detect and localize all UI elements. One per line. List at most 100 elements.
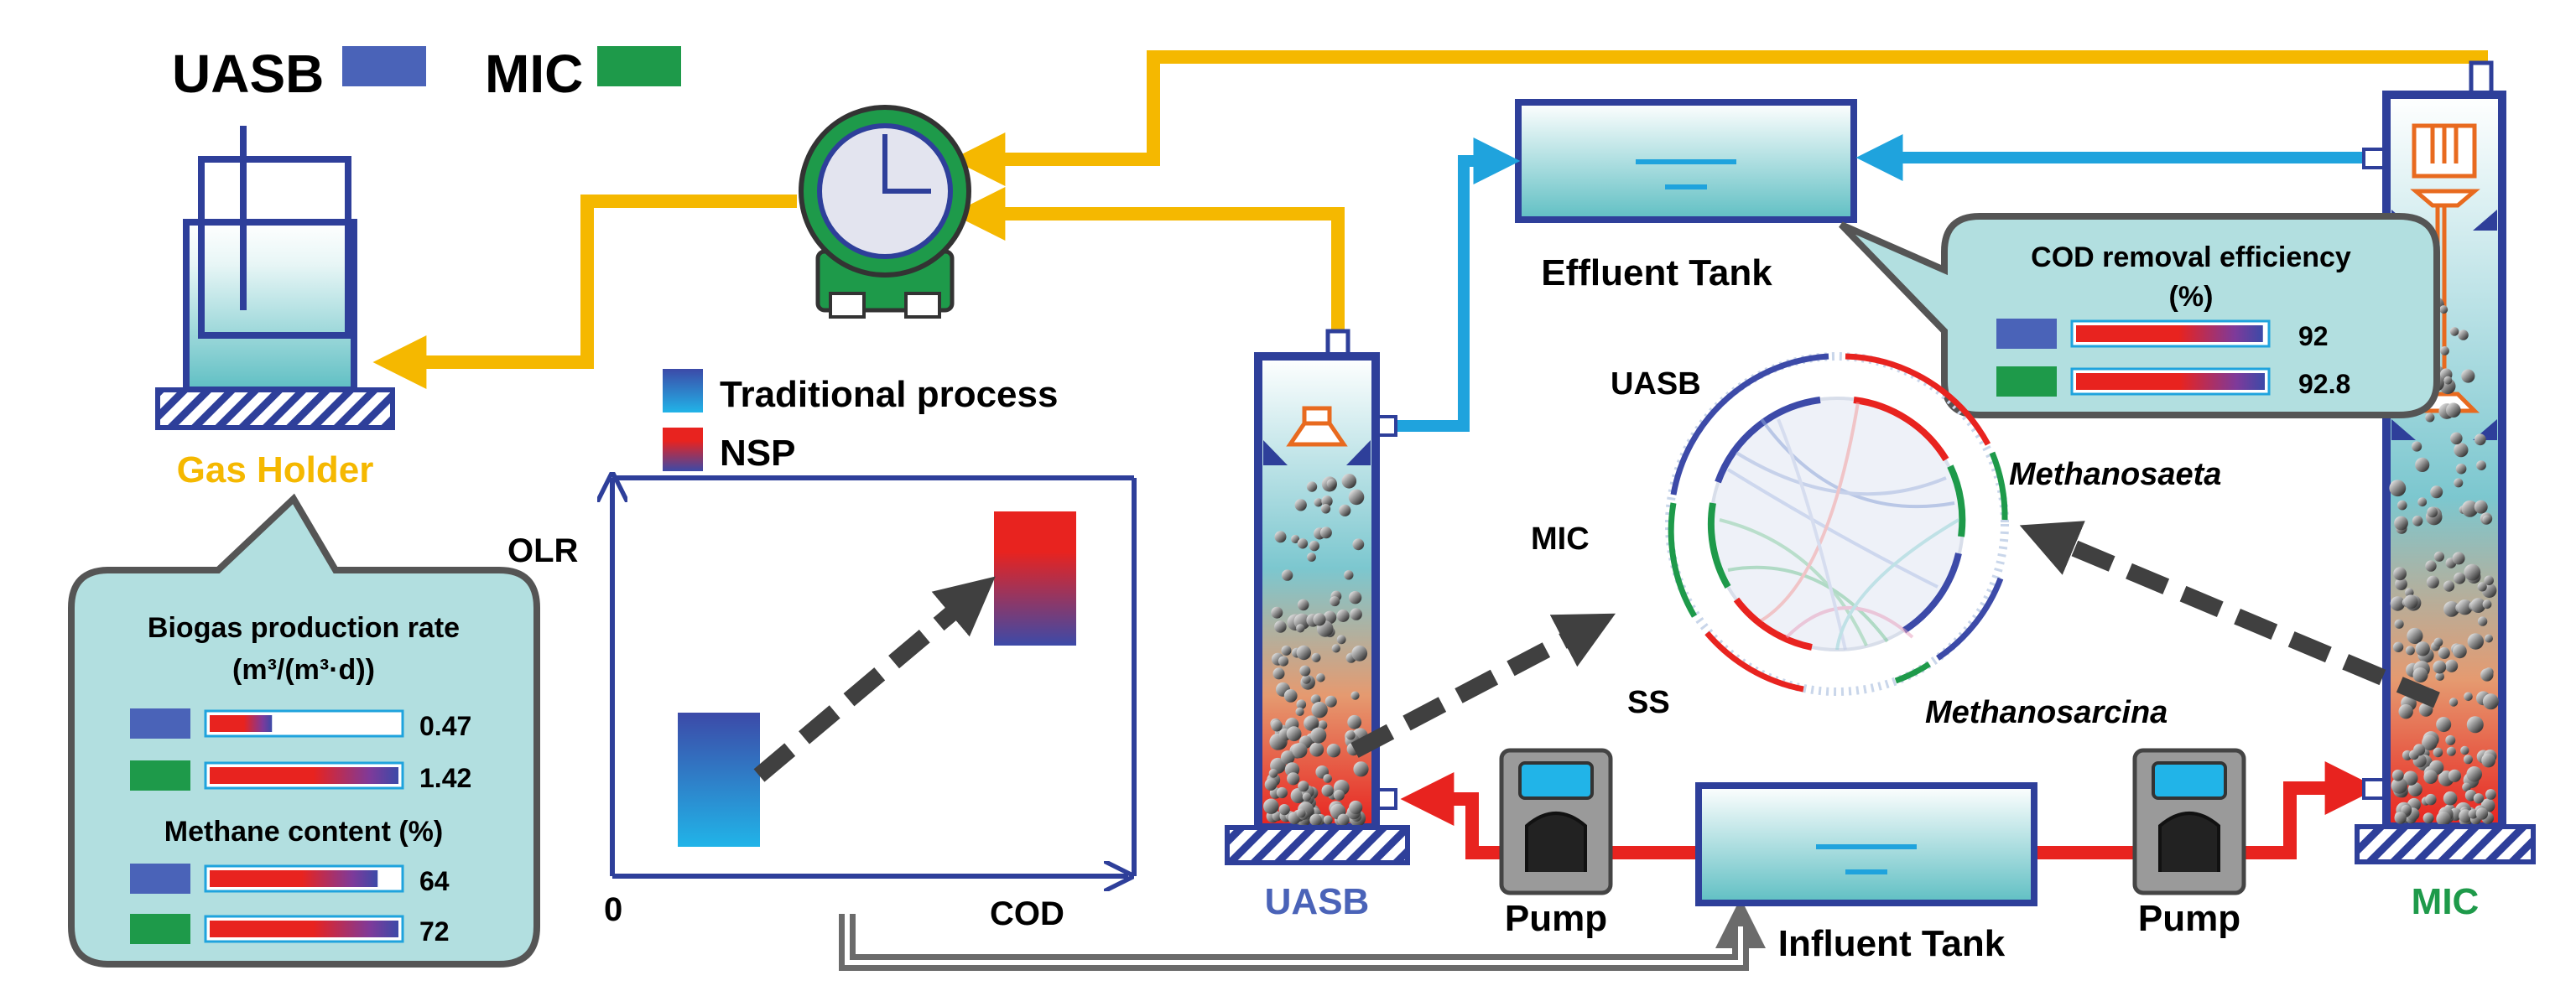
influent-tank-label: Influent Tank <box>1778 923 2006 964</box>
sludge-granule <box>2422 734 2438 751</box>
sludge-granule <box>1336 635 1346 645</box>
sludge-granule <box>2395 578 2407 590</box>
mic-base <box>2355 824 2536 864</box>
sludge-granule <box>2426 575 2439 589</box>
sludge-granule <box>2392 641 2404 652</box>
sludge-granule <box>2391 769 2404 781</box>
methane-bar-uasb <box>210 870 378 887</box>
mic-to-chord-arrow <box>2019 521 2440 708</box>
biogas-value-mic: 1.42 <box>419 763 471 793</box>
sludge-granule <box>1271 719 1283 732</box>
sludge-granule <box>2438 647 2450 659</box>
biogas-callout: Biogas production rate (m³/(m³·d)) 0.47 … <box>68 493 540 968</box>
chord-inner-arc-right-blue <box>1902 553 1962 634</box>
sludge-granule <box>2464 563 2481 581</box>
sludge-granule <box>1294 499 1307 511</box>
sludge-granule <box>1309 742 1324 757</box>
sludge-granule <box>1347 714 1362 729</box>
sludge-granule <box>2454 572 2466 584</box>
uasb-settler-left <box>1263 440 1288 465</box>
effluent-line-uasb <box>1392 137 1521 432</box>
sludge-granule <box>2477 582 2487 592</box>
legend-mic-swatch <box>597 46 681 86</box>
cod-title-line2: (%) <box>2169 281 2214 313</box>
influent-tank: Influent Tank <box>1695 782 2037 964</box>
sludge-granule <box>2461 369 2475 383</box>
sludge-granule <box>2482 515 2491 524</box>
sludge-granule <box>1326 479 1337 489</box>
sludge-granule <box>1351 645 1368 662</box>
sludge-granule <box>2466 716 2484 734</box>
sludge-granule <box>2476 460 2486 470</box>
pump-right-display <box>2152 761 2227 800</box>
uasb-sludge-granules <box>1263 474 1369 827</box>
pump-right: Pump <box>2132 748 2246 939</box>
legend-mic-label: MIC <box>485 44 583 104</box>
pump-left: Pump <box>1499 748 1613 939</box>
sludge-granule <box>2474 433 2486 446</box>
sludge-granule <box>1311 702 1328 719</box>
sludge-granule <box>1296 624 1305 633</box>
sludge-granule <box>2389 480 2407 497</box>
sludge-granule <box>2460 745 2469 755</box>
sludge-granule <box>2407 782 2422 796</box>
sludge-granule <box>2482 599 2492 610</box>
return-line-inner <box>845 914 1743 965</box>
sludge-granule <box>2452 552 2465 565</box>
sludge-granule <box>2477 616 2488 626</box>
sludge-granule <box>2440 346 2449 355</box>
chord-label-mic: MIC <box>1531 521 1590 557</box>
legend-uasb-swatch <box>342 46 426 86</box>
sludge-granule <box>1344 570 1354 580</box>
mic-reactor: MIC <box>2355 60 2536 922</box>
sludge-granule <box>1319 527 1332 539</box>
chord-label-methanosarcina: Methanosarcina <box>1925 695 2167 730</box>
sludge-granule <box>1320 504 1331 514</box>
sludge-granule <box>1280 750 1295 765</box>
sludge-granule <box>1296 699 1307 709</box>
chord-arc-methanosaeta-outer <box>1845 353 1991 446</box>
sludge-granule <box>1330 596 1340 607</box>
sludge-granule <box>2470 598 2486 613</box>
sludge-granule <box>1350 691 1360 700</box>
gas-holder-inner <box>198 156 351 339</box>
uasb-to-chord-arrow <box>1350 613 1616 758</box>
sludge-granule <box>1309 813 1322 827</box>
gas-line-holder <box>372 195 797 389</box>
sludge-granule <box>1324 695 1337 708</box>
cod-bar-uasb <box>2076 325 2263 342</box>
sludge-granule <box>2422 812 2434 824</box>
pump-head-icon <box>2158 812 2220 872</box>
sludge-granule <box>1350 608 1362 620</box>
sludge-granule <box>1337 813 1350 826</box>
sludge-granule <box>1349 800 1363 815</box>
chord-arc-uasb <box>1670 353 1829 496</box>
sludge-granule <box>1310 727 1327 744</box>
sludge-granule <box>2449 698 2459 707</box>
sludge-granule <box>1310 694 1321 704</box>
chord-ribbons <box>1719 402 1960 651</box>
sludge-granule <box>2435 672 2444 681</box>
sludge-granule <box>1287 772 1300 786</box>
legend-nsp-label: NSP <box>720 433 795 474</box>
effluent-tank-label: Effluent Tank <box>1541 252 1772 293</box>
chart-origin-label: 0 <box>604 891 622 928</box>
legend-nsp-swatch <box>663 428 703 471</box>
chord-arc-methanosarcina <box>1936 577 2004 661</box>
sludge-granule <box>2436 717 2452 733</box>
sludge-granule <box>1301 674 1311 684</box>
sludge-granule <box>2481 753 2496 768</box>
sludge-granule <box>1333 789 1345 801</box>
sludge-granule <box>2454 443 2469 458</box>
chord-inner-arc-mic <box>1707 502 1731 589</box>
sludge-granule <box>1268 769 1278 778</box>
sludge-granule <box>2398 704 2413 719</box>
chord-arc-methanosaeta-green <box>1989 451 2008 521</box>
cod-swatch-uasb <box>1996 319 2057 349</box>
sludge-granule <box>2418 703 2433 717</box>
reactor-legend: UASB MIC <box>172 44 681 104</box>
sludge-granule <box>2413 744 2426 756</box>
traditional-process-marker <box>678 713 760 847</box>
sludge-granule <box>2401 805 2412 815</box>
gas-lines <box>372 50 2488 389</box>
